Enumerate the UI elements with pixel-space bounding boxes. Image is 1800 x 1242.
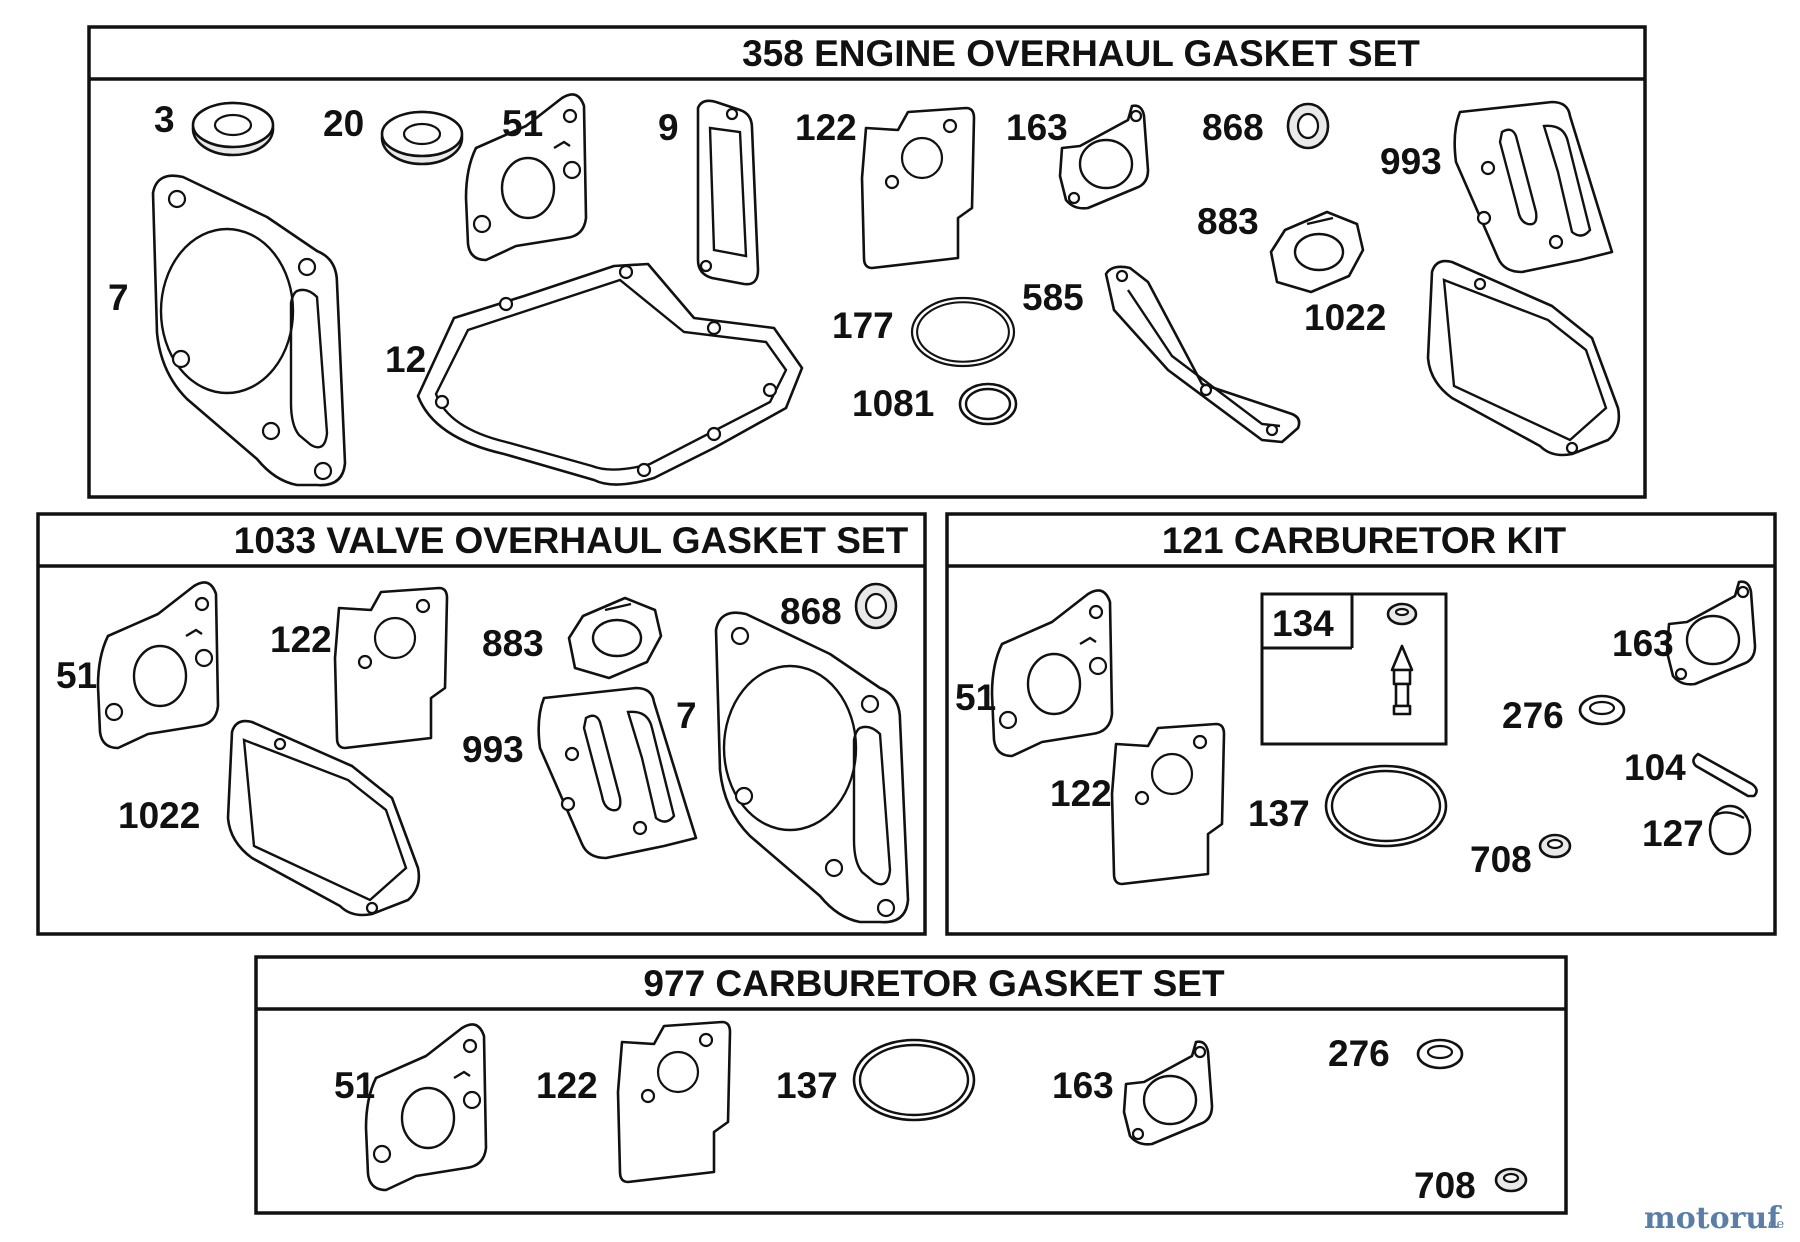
carburetor-kit-panel: 121 CARBURETOR KIT 134 163 51 276 [945, 512, 1777, 936]
valve-overhaul-title: 1033 VALVE OVERHAUL GASKET SET [234, 520, 909, 561]
intake-gasket-51 [990, 589, 1114, 758]
washer-276 [1578, 694, 1626, 726]
washer-708 [1494, 1167, 1528, 1193]
watermark-text: motoruf [1644, 1201, 1782, 1236]
part-label-122: 122 [795, 107, 857, 148]
plug-127 [1708, 804, 1752, 856]
valve-overhaul-panel: 1033 VALVE OVERHAUL GASKET SET 51 122 88… [36, 512, 927, 936]
insulator-plate-122 [1110, 722, 1226, 886]
insulator-plate-122 [616, 1020, 732, 1184]
part-label-122: 122 [536, 1065, 598, 1106]
breather-plate-993 [537, 686, 698, 860]
carburetor-gasket-title: 977 CARBURETOR GASKET SET [643, 963, 1225, 1004]
part-label-1081: 1081 [852, 383, 934, 424]
elbow-gasket-163 [1665, 580, 1757, 686]
elbow-gasket-163 [1122, 1040, 1214, 1146]
part-label-51: 51 [334, 1065, 375, 1106]
intake-gasket-51 [364, 1023, 488, 1192]
head-gasket-7 [714, 611, 910, 924]
engine-overhaul-title: 358 ENGINE OVERHAUL GASKET SET [742, 33, 1420, 74]
part-label-51: 51 [955, 677, 996, 718]
oil-seal-868 [854, 582, 898, 630]
gasket-9 [696, 99, 760, 286]
carburetor-gasket-panel: 977 CARBURETOR GASKET SET 51 122 137 163… [254, 955, 1568, 1215]
o-ring-137 [852, 1038, 976, 1122]
part-label-708: 708 [1414, 1165, 1476, 1206]
part-label-708: 708 [1470, 839, 1532, 880]
washer-276 [1416, 1038, 1464, 1070]
carburetor-kit-title: 121 CARBURETOR KIT [1162, 520, 1567, 561]
part-label-276: 276 [1328, 1033, 1390, 1074]
gasket-585 [1104, 265, 1301, 444]
bearing-seal [380, 110, 464, 166]
part-label-137: 137 [776, 1065, 838, 1106]
needle-valve-134 [1386, 602, 1418, 716]
o-ring-137 [910, 296, 1016, 368]
flange-gasket-883 [567, 596, 663, 680]
part-label-7: 7 [108, 277, 129, 318]
elbow-gasket-163 [1058, 104, 1150, 210]
head-gasket-7 [151, 174, 347, 487]
part-label-993: 993 [1380, 141, 1442, 182]
part-label-1022: 1022 [118, 795, 200, 836]
flange-gasket-883 [1269, 210, 1365, 294]
part-label-51: 51 [56, 655, 97, 696]
part-label-12: 12 [385, 339, 426, 380]
bearing-seal [191, 101, 275, 157]
part-label-883: 883 [482, 623, 544, 664]
watermark-logo: motoruf .de [1644, 1201, 1784, 1236]
part-label-585: 585 [1022, 277, 1084, 318]
part-label-163: 163 [1052, 1065, 1114, 1106]
part-label-122: 122 [270, 619, 332, 660]
pin-104 [1692, 752, 1758, 798]
part-label-993: 993 [462, 729, 524, 770]
part-label-122: 122 [1050, 773, 1112, 814]
part-label-177: 177 [832, 305, 894, 346]
oil-seal-868 [1286, 102, 1330, 150]
cover-gasket-1022 [226, 719, 421, 917]
breather-plate-993 [1453, 100, 1614, 274]
cover-gasket-1022 [1426, 259, 1621, 457]
part-label-7: 7 [676, 695, 697, 736]
part-label-883: 883 [1197, 201, 1259, 242]
part-label-127: 127 [1642, 813, 1704, 854]
part-label-1022: 1022 [1304, 297, 1386, 338]
part-label-51: 51 [502, 103, 543, 144]
part-label-3: 3 [154, 99, 175, 140]
part-label-276: 276 [1502, 695, 1564, 736]
part-label-20: 20 [323, 103, 364, 144]
part-label-137: 137 [1248, 793, 1310, 834]
part-label-163: 163 [1612, 623, 1674, 664]
insulator-plate-122 [333, 586, 449, 750]
engine-overhaul-panel: 358 ENGINE OVERHAUL GASKET SET [87, 25, 1647, 499]
insulator-plate-122 [860, 106, 976, 270]
watermark-suffix: .de [1764, 1217, 1784, 1232]
part-label-104: 104 [1624, 747, 1686, 788]
part-label-868: 868 [1202, 107, 1264, 148]
part-label-134: 134 [1272, 603, 1334, 644]
intake-gasket-51 [96, 581, 220, 750]
washer-708 [1538, 833, 1572, 859]
o-ring-137 [1324, 764, 1448, 848]
part-label-163: 163 [1006, 107, 1068, 148]
part-label-9: 9 [658, 107, 679, 148]
gasket-12 [416, 262, 804, 486]
part-label-868: 868 [780, 591, 842, 632]
